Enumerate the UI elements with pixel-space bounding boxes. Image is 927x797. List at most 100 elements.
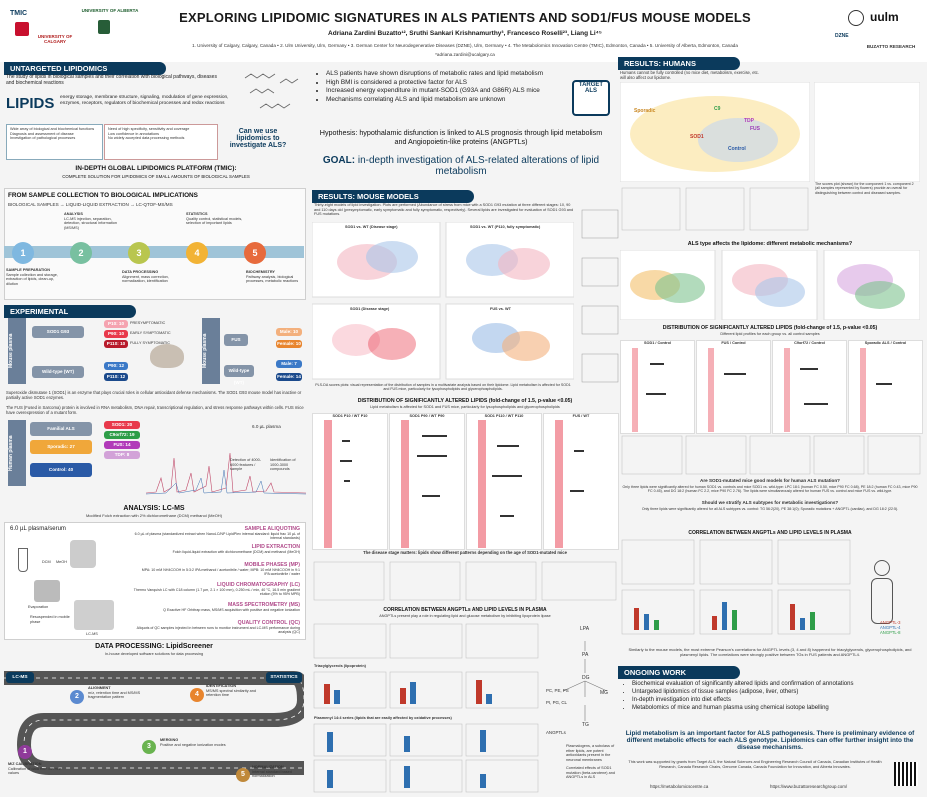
mouse-corr-sub: ANGPTLs present play a role in regulatin…	[379, 614, 551, 618]
dp-step-title: ALIGNMENT	[88, 686, 111, 690]
flow-step-1: 1	[12, 242, 34, 264]
pca-label-fus: FUS	[750, 126, 760, 132]
dp-step-3: 3	[142, 740, 156, 754]
dp-step-2: 2	[70, 690, 84, 704]
calgary-logo: UNIVERSITY OF CALGARY	[37, 34, 73, 44]
buzatto-logo: BUZATTO RESEARCH	[866, 44, 916, 49]
fus-tag: Male: 10	[276, 328, 302, 336]
dp-step-5: 5	[236, 768, 250, 782]
humans-q2-desc: Only three lipids were significantly alt…	[641, 507, 899, 511]
pros-box: Wide array of biological and biochemical…	[6, 124, 103, 160]
ongoing-bullet: In-depth investigation into diet effects	[632, 696, 920, 704]
pca-label-sod1: SOD1	[690, 134, 704, 140]
humans-corr-desc: Similarly to the mouse models, the most …	[628, 647, 912, 657]
authors: Adriana Zardini Buzatto¹², Sruthi Sankar…	[328, 30, 602, 37]
lcms-step-title: LIQUID CHROMATOGRAPHY (LC)	[217, 582, 300, 588]
dzne-logo: DZNE	[835, 33, 849, 39]
qr-code-icon[interactable]	[894, 762, 918, 786]
intro-bullet: High BMI is considered a protective fact…	[326, 79, 578, 88]
dp-step-desc: Internal standard based normalization	[252, 769, 292, 779]
url-buzatto[interactable]: https://www.buzattoresearchgroup.com/	[770, 784, 848, 789]
human-dist-panel-title: SOD1 / Control	[643, 341, 671, 345]
humans-dist-bars	[632, 348, 892, 432]
human-side-label: Human plasma	[8, 420, 26, 486]
human-dist-panel-title: FUS / Control	[721, 341, 746, 345]
pls-title-4: FUS vs. WT	[490, 307, 511, 311]
cons-box: Need of high specificity, sensitivity an…	[104, 124, 218, 160]
lcms-sub: Modified Folch extraction with 2% dichlo…	[85, 513, 223, 518]
goal-text: in-depth investigation of ALS-related al…	[357, 155, 600, 177]
lipids-word: LIPIDS	[6, 95, 55, 112]
pathway-pc: PC, PE, PS	[546, 688, 569, 693]
legend-angptl4: ANGPTL-4	[880, 625, 901, 631]
lcms-step-title: MASS SPECTROMETRY (MS)	[227, 602, 300, 608]
humans-desc: Humans cannot be fully controlled (no mi…	[620, 70, 759, 81]
dp-step-desc: Calibration of data from ion m/z values	[8, 766, 61, 776]
pathway-lpa: LPA	[580, 626, 590, 632]
alberta-logo: UNIVERSITY OF ALBERTA	[81, 8, 139, 13]
experimental-desc-2: The FUS (Fused in Sarcoma) protein is in…	[6, 405, 304, 416]
pls-title-1: SOD1 vs. WT (Disease stage)	[345, 225, 398, 229]
mouse-header: RESULTS: MOUSE MODELS	[312, 190, 474, 203]
sod1-stage: EARLY SYMPTOMATIC	[130, 331, 171, 335]
wt-tag: P110: 12	[104, 373, 128, 381]
step-desc: Quality control, statistical models, sel…	[186, 216, 243, 226]
pca-label-sporadic: Sporadic	[634, 108, 656, 114]
lcms-step-title: QUALITY CONTROL (QC)	[237, 620, 300, 626]
mouse-corr-boxplots	[313, 623, 539, 659]
lcms-step: MASS SPECTROMETRY (MS)Q Exactive HF Orbi…	[126, 602, 300, 620]
dataproc-sub: In-house developed software solutions fo…	[104, 652, 204, 656]
evaporator-icon	[34, 580, 60, 602]
sod1-tag: P90: 10	[104, 330, 128, 338]
tmic-subtitle: COMPLETE SOLUTION FOR LIPIDOMICS OF SMAL…	[62, 174, 250, 179]
pls-title-2: SOD1 vs. WT (P110, fully symptomatic)	[470, 225, 541, 229]
tmic-title: IN-DEPTH GLOBAL LIPIDOMICS PLATFORM (TMI…	[75, 165, 237, 172]
human-dist-panel: C9orf72 / Control	[772, 340, 847, 434]
hypothesis: Hypothesis: hypothalamic disfunction is …	[319, 128, 603, 146]
human-label-text: Human plasma	[8, 435, 14, 471]
goal: GOAL: in-depth investigation of ALS-rela…	[316, 155, 606, 177]
human-legend: ANGPTL-3 ANGPTL-4 ANGPTL-8	[880, 620, 900, 635]
ulm-logo: uulm	[870, 10, 899, 24]
dist-panel-title: FUS / WT	[572, 414, 590, 418]
control-group: Control: 40	[30, 463, 92, 477]
poster-title: EXPLORING LIPIDOMIC SIGNATURES IN ALS PA…	[179, 10, 751, 25]
mouse-desc: Thirty-eight models of lipid investigati…	[314, 203, 574, 217]
alberta-crest-icon	[98, 20, 110, 34]
pca-caption: PLS-DA scores plots: visual representati…	[315, 383, 571, 392]
mouse-side-boxplots	[581, 209, 619, 383]
lcms-step: QUALITY CONTROL (QC)Aliquots of QC sampl…	[126, 620, 300, 638]
mice-label-text: Mouse plasma	[202, 333, 208, 369]
tg-label: Triacylglycerols (lipoprotein)	[314, 664, 366, 668]
pathway-pa: PA	[582, 652, 589, 658]
step-title: SAMPLE PREPARATION	[6, 268, 50, 272]
intro-bullet: Mechanisms correlating ALS and lipid met…	[326, 96, 578, 105]
con-item: Need of high specificity, sensitivity an…	[108, 127, 190, 131]
ongoing-bullet: Metabolomics of mice and human plasma us…	[632, 704, 920, 712]
lcms-step-title: SAMPLE ALIQUOTING	[244, 526, 300, 532]
sod1-tag: P10: 10	[104, 320, 128, 328]
dp-step-desc: MS/MS spectral similarity and retention …	[206, 688, 257, 698]
tmic-logo: TMIC	[10, 10, 28, 17]
url-tmic[interactable]: https://metabolomicscentre.ca	[650, 784, 709, 789]
pathway-dg: DG	[582, 675, 590, 681]
dist-panel-title: SOD1 P90 / WT P90	[409, 414, 445, 418]
humans-dist-sub: Different lipid profiles for each group …	[720, 332, 820, 336]
flow-subtitle: BIOLOGICAL SAMPLES → LIQUID-LIQUID EXTRA…	[8, 202, 173, 207]
mouse-stage-boxplots	[313, 561, 617, 601]
evap-label: Evaporation	[28, 605, 49, 609]
untargeted-intro: The study of lipids in biological sample…	[6, 74, 217, 87]
lipids-desc: energy storage, membrane structure, sign…	[60, 95, 229, 106]
pathway-note: Plasmalogens, a subclass of ether lipids…	[566, 744, 615, 762]
detect-compounds: Identification of 1000-3000 compounds	[270, 458, 296, 472]
dp-step-title: MERGING	[160, 738, 179, 742]
pca-label-tdp: TDP	[744, 118, 754, 124]
cons-list: Need of high specificity, sensitivity an…	[105, 125, 217, 143]
humans-corr-title: CORRELATION BETWEEN ANGPTLs AND LIPID LE…	[688, 530, 852, 536]
